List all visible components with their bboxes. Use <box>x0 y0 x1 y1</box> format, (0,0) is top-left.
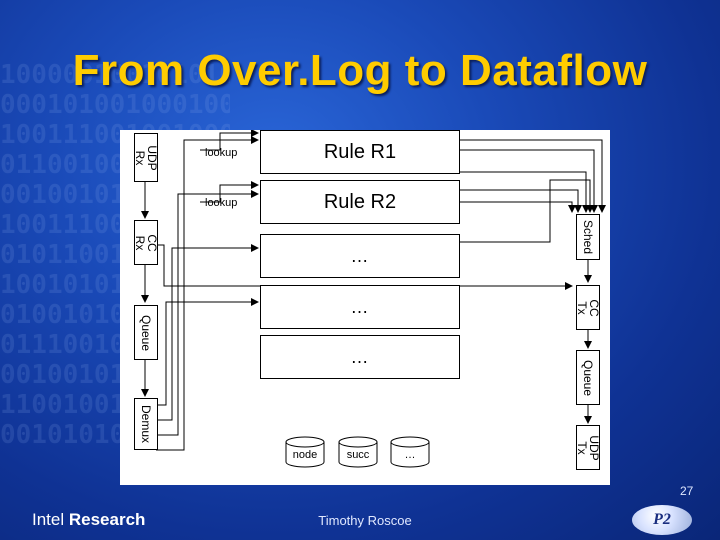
slide-title: From Over.Log to Dataflow <box>72 46 648 95</box>
sched-box: Sched <box>576 214 600 260</box>
table-more-label: … <box>404 449 416 461</box>
table-more: … <box>390 436 430 468</box>
demux-label: Demux <box>139 404 153 444</box>
lookup-label-r1: lookup <box>205 147 238 159</box>
rule-5-label: … <box>350 346 370 367</box>
wire-demux-rule1 <box>156 190 259 436</box>
p2-logo: P2 <box>632 505 692 535</box>
rule-4-label: … <box>350 296 370 317</box>
cc-tx-box: CC Tx <box>575 285 601 330</box>
page-number: 27 <box>680 484 694 498</box>
rule-5-box: … <box>260 335 460 379</box>
table-succ-label: succ <box>346 449 370 461</box>
demux-box: Demux <box>134 398 158 450</box>
wire-rule5-sched <box>460 179 594 243</box>
wire-rule2-sched <box>460 171 590 213</box>
rule-4-box: … <box>260 285 460 329</box>
wire-rule1-sched <box>460 149 598 213</box>
wire-demux-rule0 <box>156 136 259 451</box>
table-node: node <box>285 436 325 468</box>
cc-rx-box: CC Rx <box>133 220 159 265</box>
rule-3-label: … <box>350 245 370 266</box>
wire-lookup-r2 <box>200 181 259 203</box>
wire-rule0-sched <box>460 139 606 213</box>
rule-r2-label: Rule R2 <box>323 190 397 213</box>
wire-rule4-sched <box>460 201 576 213</box>
lookup-label-r2: lookup <box>205 197 238 209</box>
queue-right-label: Queue <box>581 359 595 396</box>
udp-tx-box: UDP Tx <box>575 425 601 470</box>
queue-left-label: Queue <box>139 314 153 351</box>
footer-brand: Intel Research <box>32 510 145 530</box>
queue-right-box: Queue <box>576 350 600 405</box>
cc-tx-label: CC Tx <box>575 298 601 317</box>
wire-demux-rule2 <box>156 244 259 421</box>
table-succ-cylinder <box>338 436 378 468</box>
footer-author: Timothy Roscoe <box>318 513 412 528</box>
footer-brand-suffix: Research <box>68 510 146 529</box>
udp-rx-label: UDP Rx <box>133 144 159 171</box>
footer-brand-prefix: Intel <box>32 510 65 529</box>
udp-rx-box: UDP Rx <box>133 133 159 182</box>
rule-r1-label: Rule R1 <box>323 140 397 163</box>
p2-logo-text: P2 <box>653 511 671 528</box>
rule-r1-box: Rule R1 <box>260 130 460 174</box>
udp-tx-label: UDP Tx <box>575 434 601 461</box>
wire-lookup-r1 <box>200 130 259 151</box>
rule-3-box: … <box>260 234 460 278</box>
sched-label: Sched <box>581 219 595 255</box>
table-node-label: node <box>292 449 318 461</box>
cc-rx-label: CC Rx <box>133 233 159 252</box>
rule-r2-box: Rule R2 <box>260 180 460 224</box>
wire-rule3-sched <box>460 189 582 213</box>
dataflow-diagram: UDP Rx CC Rx Queue Demux lookup lookup R… <box>120 130 610 485</box>
table-succ: succ <box>338 436 378 468</box>
wire-demux-rule3 <box>156 298 259 406</box>
table-node-cylinder <box>285 436 325 468</box>
queue-left-box: Queue <box>134 305 158 360</box>
table-more-cylinder <box>390 436 430 468</box>
